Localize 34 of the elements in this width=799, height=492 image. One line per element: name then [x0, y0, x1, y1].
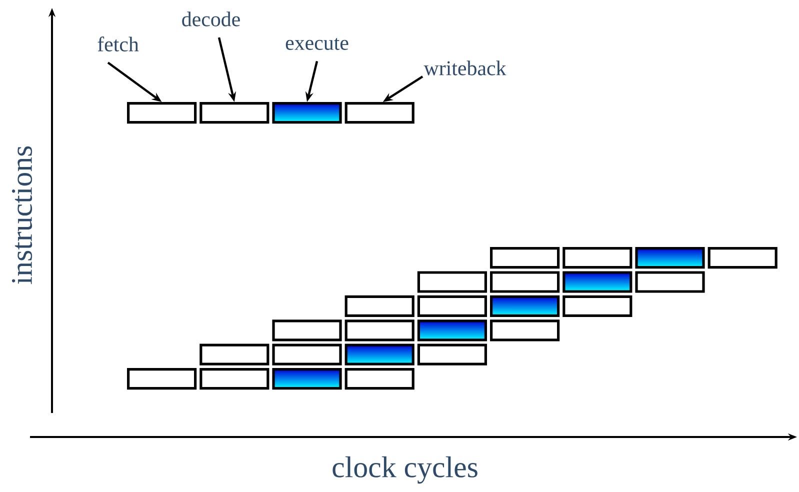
- stage-label: writeback: [424, 60, 506, 76]
- stage-box: [344, 295, 414, 317]
- execute-stage-box: [417, 320, 487, 342]
- stage-box: [127, 102, 197, 124]
- execute-stage-box: [344, 344, 414, 366]
- stage-box: [200, 368, 270, 390]
- stage-label: fetch: [98, 36, 139, 52]
- stage-box: [635, 271, 705, 293]
- stage-box: [562, 295, 632, 317]
- execute-stage-box: [272, 102, 342, 124]
- execute-stage-box: [635, 247, 705, 269]
- stage-box: [490, 247, 560, 269]
- stage-box: [344, 320, 414, 342]
- execute-stage-box: [490, 295, 560, 317]
- stage-box: [127, 368, 197, 390]
- stage-box: [200, 102, 270, 124]
- stage-box: [417, 271, 487, 293]
- stage-box: [344, 102, 414, 124]
- stage-box: [708, 247, 778, 269]
- stage-box: [417, 344, 487, 366]
- stage-box: [562, 247, 632, 269]
- stage-box: [272, 320, 342, 342]
- stage-box: [200, 344, 270, 366]
- stage-label: decode: [182, 12, 240, 26]
- stage-box: [490, 271, 560, 293]
- execute-stage-box: [562, 271, 632, 293]
- axis-label: instructions: [12, 146, 32, 284]
- stage-box: [272, 344, 342, 366]
- axis-label: clock cycles: [332, 456, 478, 484]
- stage-box: [490, 320, 560, 342]
- stage-box: [417, 295, 487, 317]
- execute-stage-box: [272, 368, 342, 390]
- stage-label: execute: [286, 38, 348, 50]
- stage-box: [344, 368, 414, 390]
